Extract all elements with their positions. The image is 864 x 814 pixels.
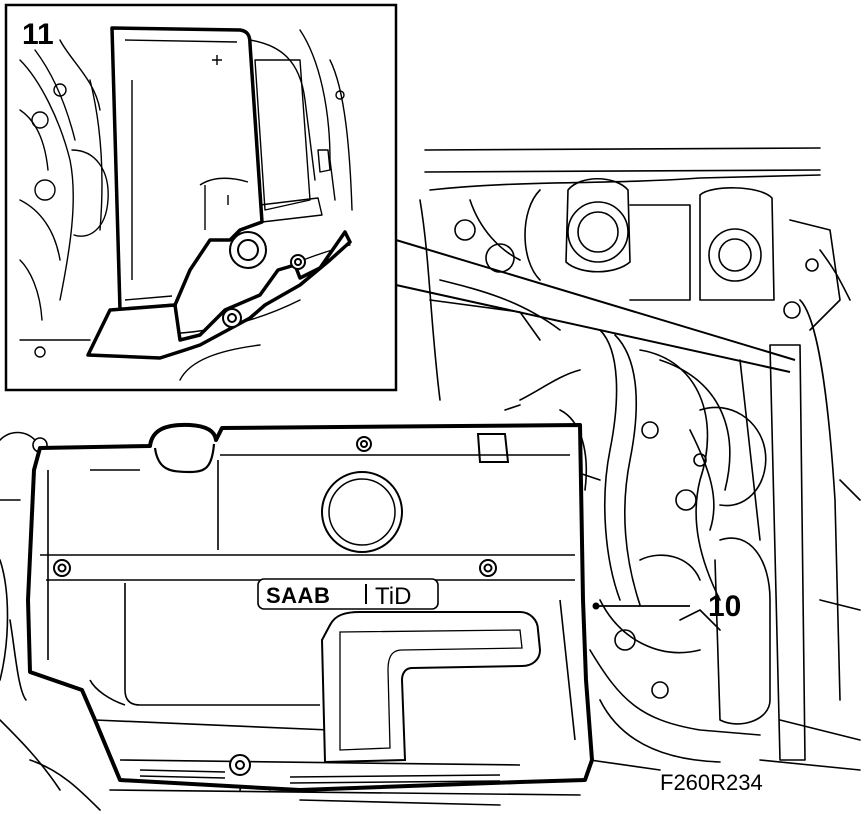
inset-cover-panel <box>110 26 264 312</box>
inset-cover-inner-lines <box>124 39 249 301</box>
oil-filler-cap <box>328 478 396 546</box>
engine-cover: SAAB TiD <box>26 422 594 792</box>
inset-mounting-bracket <box>86 230 352 360</box>
engine-cover-right-tab <box>476 433 510 463</box>
main-callout-label: 10 <box>708 590 741 623</box>
oil-filler-opening <box>321 471 403 553</box>
inset-bracket-bolts <box>222 231 306 328</box>
logo-plate <box>257 578 439 610</box>
figure-code: F260R234 <box>660 770 763 795</box>
logo-model-text: TiD <box>375 583 411 610</box>
engine-cover-raised-block <box>320 611 542 764</box>
engine-cover-raised-block-inner <box>339 629 523 751</box>
callout-10-dot <box>592 602 600 610</box>
engine-cover-vent-slots <box>139 769 501 784</box>
logo-brand-text: SAAB <box>266 583 330 608</box>
inset-callout-label: 11 <box>22 18 54 51</box>
inset-leader-lower <box>395 284 791 373</box>
engine-bay-background <box>0 147 861 811</box>
callout-10: 10 <box>592 590 741 623</box>
engine-cover-top-tab <box>153 443 216 474</box>
engine-cover-bolts <box>53 436 497 776</box>
detail-inset: 11 <box>4 3 796 392</box>
saab-tid-logo: SAAB TiD <box>257 578 439 610</box>
inset-leader-upper <box>395 239 796 361</box>
